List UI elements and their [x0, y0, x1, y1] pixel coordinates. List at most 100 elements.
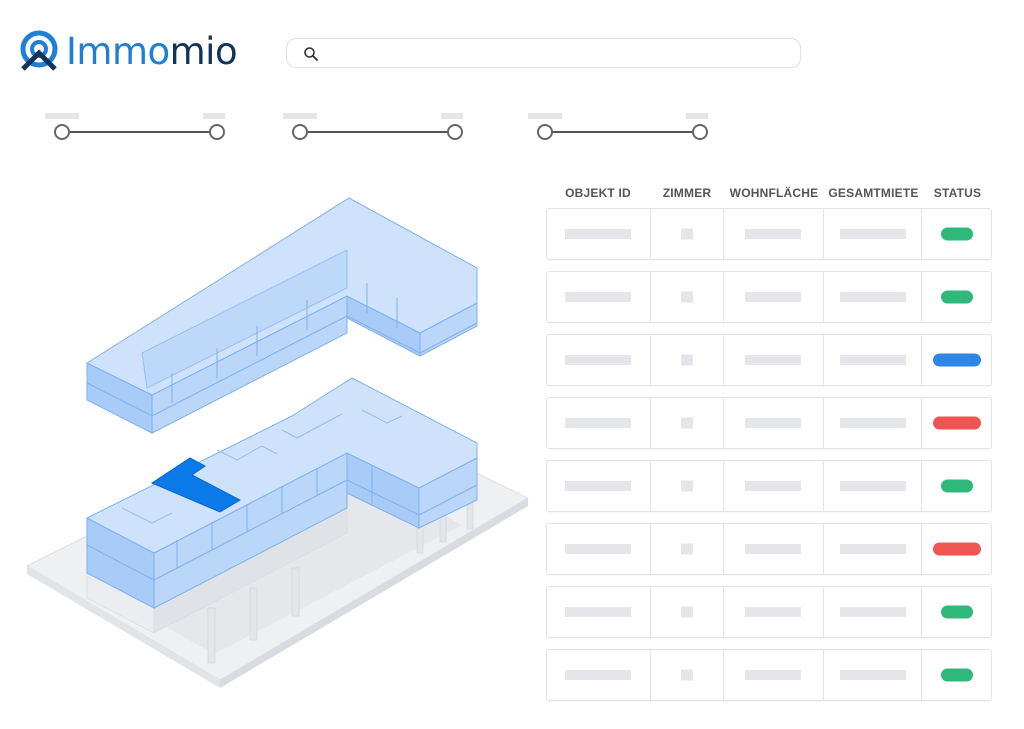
status-badge-green: [940, 605, 973, 619]
table-cell: [547, 650, 651, 700]
slider-min-label-placeholder: [45, 113, 79, 119]
zimmer-placeholder: [680, 417, 693, 429]
slider-track[interactable]: [543, 131, 702, 133]
upper-building-block: [85, 197, 478, 434]
objekt-id-placeholder: [565, 292, 632, 302]
table-cell: [824, 587, 923, 637]
table-row[interactable]: [546, 649, 992, 701]
status-badge-blue: [932, 353, 981, 367]
table-cell: [651, 587, 725, 637]
wohnflaeche-placeholder: [745, 418, 802, 428]
table-cell: [651, 272, 725, 322]
table-header: OBJEKT ID ZIMMER WOHNFLÄCHE GESAMTMIETE …: [546, 180, 992, 206]
objekt-id-placeholder: [565, 355, 632, 365]
objekt-id-placeholder: [565, 481, 632, 491]
table-cell: [824, 335, 923, 385]
table-row[interactable]: [546, 334, 992, 386]
search-bar[interactable]: [286, 38, 801, 68]
column-header-status[interactable]: STATUS: [933, 186, 982, 200]
table-cell: [824, 650, 923, 700]
table-row[interactable]: [546, 397, 992, 449]
table-cell-status: [922, 398, 991, 448]
gesamtmiete-placeholder: [839, 292, 906, 302]
column-header-wohnflaeche[interactable]: WOHNFLÄCHE: [729, 186, 819, 200]
status-badge-green: [940, 479, 973, 493]
wohnflaeche-placeholder: [745, 229, 802, 239]
table-cell: [824, 524, 923, 574]
slider-max-label-placeholder: [203, 113, 225, 119]
table-cell: [547, 272, 651, 322]
gesamtmiete-placeholder: [839, 355, 906, 365]
listings-table: OBJEKT ID ZIMMER WOHNFLÄCHE GESAMTMIETE …: [546, 180, 992, 701]
status-badge-red: [932, 416, 981, 430]
immomio-logo[interactable]: Immomio: [18, 29, 238, 73]
slider-min-handle[interactable]: [54, 124, 70, 140]
status-badge-red: [932, 542, 981, 556]
slider-max-handle[interactable]: [692, 124, 708, 140]
slider-min-handle[interactable]: [292, 124, 308, 140]
objekt-id-placeholder: [565, 607, 632, 617]
slider-track[interactable]: [60, 131, 219, 133]
table-row[interactable]: [546, 208, 992, 260]
table-cell: [547, 335, 651, 385]
table-cell: [547, 524, 651, 574]
column-header-gesamtmiete[interactable]: GESAMTMIETE: [828, 186, 919, 200]
table-cell: [724, 650, 824, 700]
filter-slider-3[interactable]: [528, 110, 708, 142]
table-cell: [651, 398, 725, 448]
table-body: [546, 208, 992, 701]
wohnflaeche-placeholder: [745, 355, 802, 365]
zimmer-placeholder: [680, 669, 693, 681]
slider-max-label-placeholder: [441, 113, 463, 119]
gesamtmiete-placeholder: [839, 418, 906, 428]
slider-min-label-placeholder: [283, 113, 317, 119]
table-row[interactable]: [546, 523, 992, 575]
table-cell: [547, 209, 651, 259]
table-cell: [724, 524, 824, 574]
brand-name: Immomio: [66, 29, 238, 73]
column-header-zimmer[interactable]: ZIMMER: [662, 186, 712, 200]
brand-name-part2: mio: [169, 29, 238, 73]
slider-max-handle[interactable]: [447, 124, 463, 140]
table-cell-status: [922, 335, 991, 385]
table-cell-status: [922, 209, 991, 259]
slider-track[interactable]: [298, 131, 457, 133]
table-cell-status: [922, 461, 991, 511]
lower-building-block: [85, 377, 478, 609]
table-row[interactable]: [546, 460, 992, 512]
slider-min-handle[interactable]: [537, 124, 553, 140]
filter-slider-1[interactable]: [45, 110, 225, 142]
zimmer-placeholder: [680, 480, 693, 492]
table-cell-status: [922, 272, 991, 322]
table-cell-status: [922, 524, 991, 574]
table-cell: [724, 461, 824, 511]
zimmer-placeholder: [680, 606, 693, 618]
building-3d-view[interactable]: [22, 188, 532, 688]
table-cell: [824, 272, 923, 322]
table-cell: [724, 398, 824, 448]
status-badge-green: [940, 227, 973, 241]
gesamtmiete-placeholder: [839, 544, 906, 554]
zimmer-placeholder: [680, 228, 693, 240]
objekt-id-placeholder: [565, 544, 632, 554]
highlighted-apartment[interactable]: [150, 457, 242, 513]
slider-max-handle[interactable]: [209, 124, 225, 140]
wohnflaeche-placeholder: [745, 292, 802, 302]
table-cell: [651, 650, 725, 700]
wohnflaeche-placeholder: [745, 607, 802, 617]
search-icon: [304, 47, 318, 61]
table-row[interactable]: [546, 271, 992, 323]
column-header-objekt-id[interactable]: OBJEKT ID: [565, 186, 631, 200]
table-cell: [724, 335, 824, 385]
filter-slider-2[interactable]: [283, 110, 463, 142]
immomio-logo-icon: [20, 30, 58, 71]
gesamtmiete-placeholder: [839, 481, 906, 491]
table-cell: [824, 461, 923, 511]
status-badge-green: [940, 668, 973, 682]
search-input[interactable]: [327, 43, 791, 65]
table-cell: [651, 524, 725, 574]
table-cell: [824, 209, 923, 259]
table-row[interactable]: [546, 586, 992, 638]
wohnflaeche-placeholder: [745, 481, 802, 491]
brand-name-part1: Immo: [66, 29, 170, 73]
